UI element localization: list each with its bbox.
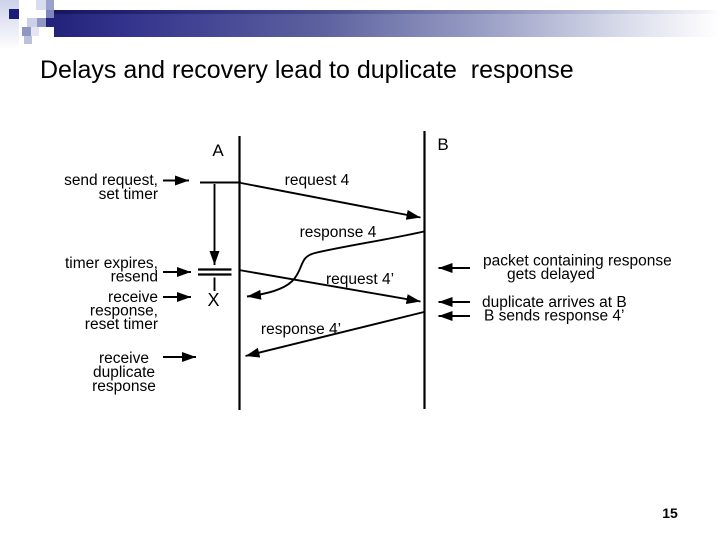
receive-duplicate-label-line2: duplicate <box>93 364 155 381</box>
deco-pixel-square <box>37 18 46 27</box>
request4-arrow <box>240 182 421 220</box>
host-a-label: A <box>212 141 224 160</box>
deco-pixel-square <box>22 27 31 36</box>
send-request-label-line1: send request, <box>64 172 158 189</box>
deco-pixel-square <box>24 36 32 44</box>
request4-label: request 4 <box>285 172 350 189</box>
deco-pixel-square <box>9 9 19 19</box>
deco-pixel-square <box>27 18 37 28</box>
receive-duplicate-label-line3: response <box>92 378 156 395</box>
deco-pixel-square <box>46 10 54 18</box>
deco-pixel-square <box>36 0 46 10</box>
packet-delayed-label-line1: packet containing response <box>483 253 672 270</box>
response4prime-arrow <box>245 311 425 358</box>
response4-label: response 4 <box>300 224 377 241</box>
timer-cancel-x: X <box>207 290 219 310</box>
receive-response-label-line1: receive <box>108 289 158 306</box>
packet-delayed-label-line2: gets delayed <box>507 266 595 283</box>
timer-expires-label-line2: resend <box>111 269 158 286</box>
duplicate-arrives-label: duplicate arrives at B <box>482 294 627 311</box>
host-b-label: B <box>437 135 448 154</box>
send-request-label-line2: set timer <box>99 186 158 203</box>
b-sends-label: B sends response 4’ <box>484 308 624 325</box>
deco-pixel-square <box>31 27 39 36</box>
receive-response-label-line2: response, <box>90 303 158 320</box>
request4prime-label: request 4’ <box>326 271 394 288</box>
receive-response-label-line3: reset timer <box>85 316 158 333</box>
response4-delayed-arrow <box>246 230 425 300</box>
response4prime-label: response 4’ <box>261 321 341 338</box>
deco-pixel-square <box>46 18 54 27</box>
receive-duplicate-label-line1: receive <box>99 350 149 367</box>
slide-title: Delays and recovery lead to duplicate re… <box>40 56 574 84</box>
timer-expires-label-line1: timer expires, <box>65 255 158 272</box>
page-number: 15 <box>662 505 678 521</box>
request4prime-arrow <box>238 269 421 305</box>
header-gradient-bar-top-edge <box>54 10 720 14</box>
deco-pixel-square <box>46 0 54 10</box>
header-gradient-bar <box>54 10 720 37</box>
